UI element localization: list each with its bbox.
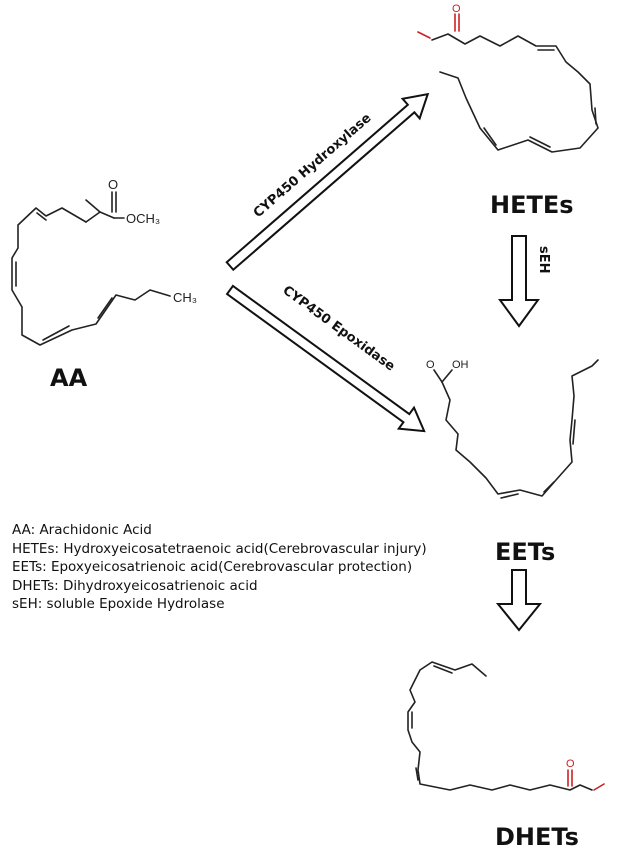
eets-structure: O OH	[426, 359, 599, 499]
aa-ch3-label: CH₃	[173, 290, 197, 305]
eets-oxygen-label: O	[426, 359, 435, 371]
dhets-oxygen-label: O	[566, 758, 575, 770]
aa-och3-label: OCH₃	[126, 211, 160, 226]
legend-eets: EETs: Epoxyeicosatrienoic acid(Cerebrova…	[12, 559, 413, 575]
hetes-label: HETEs	[490, 191, 574, 219]
legend-dhets: DHETs: Dihydroxyeicosatrienoic acid	[12, 577, 258, 594]
hydroxylase-label: CYP450 Hydroxylase	[251, 111, 375, 221]
hetes-oxygen-label: O	[452, 3, 461, 15]
epoxidase-label: CYP450 Epoxidase	[280, 283, 398, 374]
aa-label: AA	[50, 364, 88, 392]
eets-to-dhets-arrow	[495, 569, 543, 632]
hydroxylase-arrow	[225, 92, 430, 272]
epoxidase-arrow	[225, 284, 426, 433]
legend: AA: Arachidonic Acid HETEs: Hydroxyeicos…	[12, 521, 492, 614]
legend-hetes: HETEs: Hydroxyeicosatetraenoic acid(Cere…	[12, 540, 427, 557]
eets-label: EETs	[495, 538, 555, 566]
legend-seh: sEH: soluble Epoxide Hydrolase	[12, 596, 225, 612]
seh-label: sEH	[536, 246, 551, 274]
legend-aa: AA: Arachidonic Acid	[12, 522, 152, 538]
aa-structure: O OCH₃ CH₃	[11, 177, 197, 346]
eets-oh-label: OH	[452, 359, 469, 371]
aa-oxygen-label: O	[108, 177, 118, 192]
seh-arrow	[498, 235, 540, 328]
dhets-label: DHETs	[495, 823, 579, 851]
dhets-structure: O	[407, 661, 605, 791]
hetes-structure: O	[417, 3, 599, 153]
